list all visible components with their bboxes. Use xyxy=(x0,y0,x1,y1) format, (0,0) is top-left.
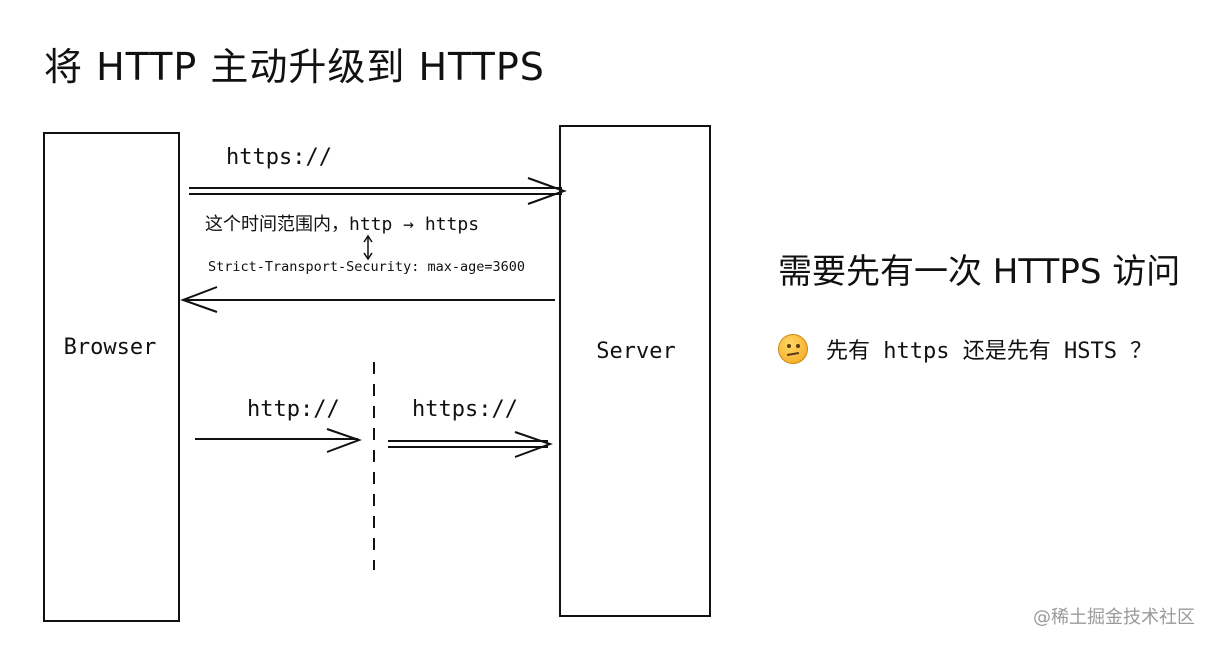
browser-label: Browser xyxy=(64,335,157,360)
server-box xyxy=(559,125,711,617)
question-text: 先有 https 还是先有 HSTS ？ xyxy=(826,339,1153,364)
time-range-label: 这个时间范围内，http → https xyxy=(205,214,479,235)
double-headed-arrow-icon xyxy=(363,234,373,261)
bottom-https-label: https:// xyxy=(412,397,518,422)
side-heading: 需要先有一次 HTTPS 访问 xyxy=(778,252,1181,292)
bottom-http-arrow xyxy=(195,428,362,453)
bottom-http-label: http:// xyxy=(247,397,340,422)
response-arrow xyxy=(180,286,555,313)
footer-watermark: @稀土掘金技术社区 xyxy=(1033,607,1195,628)
bottom-https-arrow xyxy=(388,431,553,458)
top-request-label: https:// xyxy=(226,145,332,170)
top-request-arrow xyxy=(189,177,567,205)
thinking-face-icon xyxy=(778,334,808,364)
hsts-diagram: Browser Server https:// 这个时间范围内，http → h… xyxy=(43,125,711,622)
hsts-header-label: Strict-Transport-Security: max-age=3600 xyxy=(208,259,525,275)
browser-box xyxy=(43,132,180,622)
question-line: 先有 https 还是先有 HSTS ？ xyxy=(778,333,1152,365)
page-title: 将 HTTP 主动升级到 HTTPS xyxy=(44,45,545,89)
server-label: Server xyxy=(596,339,675,364)
